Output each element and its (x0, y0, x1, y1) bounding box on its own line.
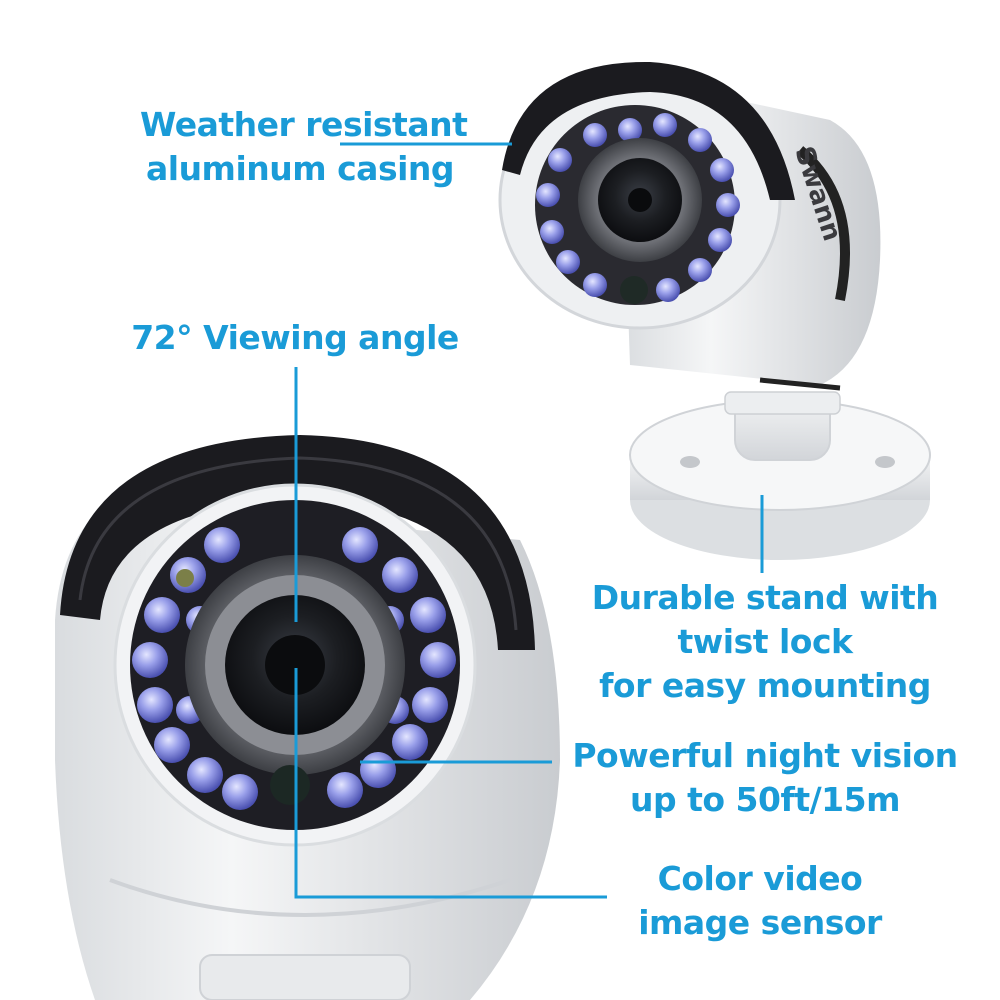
callout-sensor-line1: Color video (657, 859, 863, 898)
callout-casing-line1: Weather resistant (140, 105, 468, 144)
callout-viewing-angle: 72° Viewing angle (125, 316, 465, 360)
callout-casing: Weather resistant aluminum casing (140, 103, 468, 191)
mount-stand (629, 391, 931, 560)
callout-sensor: Color video image sensor (610, 857, 910, 945)
bottom-camera (55, 435, 560, 1000)
callout-stand-line1: Durable stand with (591, 578, 939, 617)
callout-sensor-line2: image sensor (638, 903, 882, 942)
callout-stand-line3: for easy mounting (599, 666, 931, 705)
callout-lines (294, 142, 764, 899)
callout-night-vision-line2: up to 50ft/15m (630, 780, 900, 819)
callout-viewing-angle-line1: 72° Viewing angle (131, 318, 459, 357)
callout-stand: Durable stand with twist lock for easy m… (590, 576, 940, 708)
bottom-visor (60, 435, 535, 650)
callout-night-vision: Powerful night vision up to 50ft/15m (570, 734, 960, 822)
callout-casing-line2: aluminum casing (145, 149, 455, 188)
top-visor (502, 61, 795, 200)
callout-night-vision-line1: Powerful night vision (572, 736, 958, 775)
top-camera: Swann (498, 61, 931, 560)
sensor-pointer-line (294, 668, 607, 899)
top-ir-leds (536, 113, 740, 302)
callout-stand-line2: twist lock (677, 622, 853, 661)
